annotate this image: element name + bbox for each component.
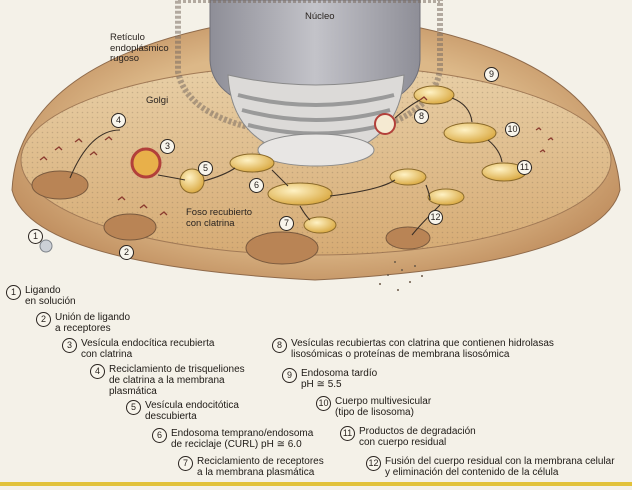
legend-num: 10 [316, 396, 331, 411]
legend-item-8: 8 Vesículas recubiertas con clatrina que… [272, 338, 554, 360]
legend-text: Vesículas recubiertas con clatrina que c… [291, 338, 554, 360]
legend-num: 8 [272, 338, 287, 353]
rer-label: Retículo endoplásmico rugoso [110, 32, 169, 64]
legend-text: Ligando en solución [25, 285, 76, 307]
marker-9: 9 [484, 67, 499, 82]
legend-item-5: 5 Vesícula endocitótica descubierta [126, 400, 239, 422]
marker-4: 4 [111, 113, 126, 128]
ligands [39, 96, 554, 216]
legend-text: Vesícula endocítica recubierta con clatr… [81, 338, 215, 360]
legend-item-1: 1 Ligando en solución [6, 285, 76, 307]
legend-text: Reciclamiento de receptores a la membran… [197, 456, 324, 478]
legend-item-6: 6 Endosoma temprano/endosoma de reciclaj… [152, 428, 313, 450]
legend-num: 7 [178, 456, 193, 471]
marker-2: 2 [119, 245, 134, 260]
marker-10: 10 [505, 122, 520, 137]
legend-num: 11 [340, 426, 355, 441]
marker-3: 3 [160, 139, 175, 154]
legend-item-7: 7 Reciclamiento de receptores a la membr… [178, 456, 324, 478]
legend-item-10: 10 Cuerpo multivesicular (tipo de lisoso… [316, 396, 431, 418]
clathrin-pit-label: Foso recubierto con clatrina [186, 207, 253, 229]
legend-text: Cuerpo multivesicular (tipo de lisosoma) [335, 396, 432, 418]
late-endosome [413, 85, 455, 105]
legend-item-11: 11 Productos de degradación con cuerpo r… [340, 426, 476, 448]
marker-8: 8 [414, 109, 429, 124]
legend-text: Endosoma tardío pH ≅ 5.5 [301, 368, 378, 390]
nucleus-label: Núcleo [305, 11, 335, 22]
legend-text: Reciclamiento de trisqueliones de clatri… [109, 364, 245, 397]
hydrolase-vesicle [374, 113, 396, 135]
legend-num: 9 [282, 368, 297, 383]
legend-num: 2 [36, 312, 51, 327]
endosome-mid [389, 168, 427, 186]
legend-num: 12 [366, 456, 381, 471]
golgi-apparatus [227, 74, 405, 167]
legend-text: Unión de ligando a receptores [55, 312, 131, 334]
legend-text: Productos de degradación con cuerpo resi… [359, 426, 476, 448]
recycling-vesicle [303, 216, 337, 234]
legend-num: 5 [126, 400, 141, 415]
legend-text: Vesícula endocitótica descubierta [145, 400, 239, 422]
legend-num: 1 [6, 285, 21, 300]
legend-item-9: 9 Endosoma tardío pH ≅ 5.5 [282, 368, 377, 390]
marker-5: 5 [198, 161, 213, 176]
marker-1: 1 [28, 229, 43, 244]
ligand-sphere [39, 239, 53, 253]
legend-text: Fusión del cuerpo residual con la membra… [385, 456, 615, 478]
endocytic-vesicles [130, 85, 527, 234]
coated-vesicle [130, 147, 162, 179]
legend-item-2: 2 Unión de ligando a receptores [36, 312, 130, 334]
pathway-arrows [69, 97, 503, 236]
legend-num: 6 [152, 428, 167, 443]
multivesicular-body [443, 122, 497, 144]
marker-12: 12 [428, 210, 443, 225]
legend-num: 3 [62, 338, 77, 353]
membrane-pits [31, 170, 431, 265]
legend-text: Endosoma temprano/endosoma de reciclaje … [171, 428, 314, 450]
legend-item-3: 3 Vesícula endocítica recubierta con cla… [62, 338, 214, 360]
legend-item-4: 4 Reciclamiento de trisqueliones de clat… [90, 364, 245, 397]
marker-6: 6 [249, 178, 264, 193]
golgi-label: Golgi [146, 95, 169, 106]
marker-11: 11 [517, 160, 532, 175]
curl [267, 182, 333, 206]
legend-num: 4 [90, 364, 105, 379]
marker-7: 7 [279, 216, 294, 231]
released-particles [379, 261, 423, 291]
endosome-low [427, 188, 465, 206]
legend-item-12: 12 Fusión del cuerpo residual con la mem… [366, 456, 615, 478]
early-endosome [229, 153, 275, 173]
